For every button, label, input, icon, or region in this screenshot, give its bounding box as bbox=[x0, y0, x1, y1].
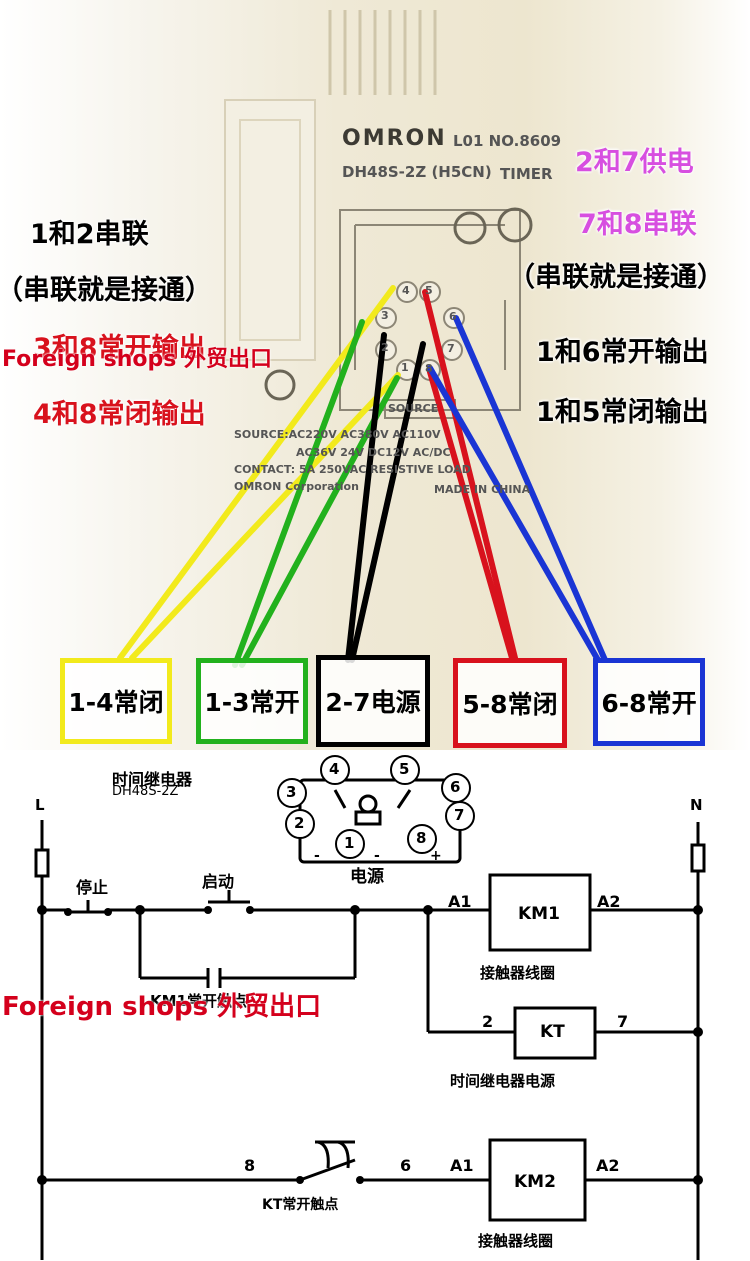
pin-7: 7 bbox=[447, 342, 455, 355]
note-right-4: 1和6常开输出 bbox=[536, 337, 709, 368]
kt-pin6-label: 6 bbox=[400, 1156, 412, 1175]
kt-contact-label: KT常开触点 bbox=[262, 1197, 339, 1213]
mini-pin-7: 7 bbox=[454, 806, 465, 824]
kt-coil-name: KT bbox=[540, 1022, 565, 1042]
device-type: TIMER bbox=[500, 165, 553, 183]
corp-line: OMRON Corporation bbox=[234, 480, 359, 493]
note-left-3: 3和8常开输出 bbox=[33, 333, 206, 364]
timer-wiring-photo: OMRON L01 NO.8609 DH48S-2Z (H5CN) TIMER … bbox=[0, 0, 750, 750]
timer-body-graphic bbox=[117, 10, 608, 668]
km1-a1-label: A1 bbox=[448, 892, 472, 911]
watermark-top: Foreign shops 外贸出口 bbox=[2, 347, 273, 372]
note-right-2: 7和8串联 bbox=[578, 209, 697, 240]
wire-red bbox=[422, 289, 518, 661]
note-left-2: （串联就是接通） bbox=[0, 275, 212, 306]
box-1-4-nc: 1-4常闭 bbox=[60, 658, 172, 744]
note-right-5: 1和5常闭输出 bbox=[536, 397, 709, 428]
source-line-2: AC36V 24V DC12V AC/DC bbox=[296, 446, 451, 459]
km2-a1-label: A1 bbox=[450, 1156, 474, 1175]
mini-pin-6: 6 bbox=[450, 778, 461, 796]
km2-a2-label: A2 bbox=[596, 1156, 620, 1175]
top-vents bbox=[328, 10, 437, 95]
device-brand: OMRON bbox=[342, 126, 447, 151]
wire-green bbox=[232, 319, 400, 668]
start-button-label: 启动 bbox=[202, 872, 235, 891]
rail-L-label: L bbox=[35, 796, 45, 814]
wire-black bbox=[345, 332, 426, 663]
device-model: DH48S-2Z (H5CN) bbox=[342, 163, 492, 181]
relay-title: 时间继电器 bbox=[112, 770, 193, 789]
internal-schematic-frame bbox=[339, 209, 521, 411]
km1-coil-label: 接触器线圈 bbox=[480, 964, 556, 982]
rail-N-label: N bbox=[690, 796, 703, 814]
relay-model: DH48S-2Z bbox=[112, 784, 179, 799]
side-panel bbox=[224, 99, 316, 361]
device-code: L01 NO.8609 bbox=[453, 132, 562, 150]
pin-6: 6 bbox=[449, 310, 457, 323]
box-2-7-power: 2-7电源 bbox=[316, 655, 430, 747]
note-left-4: 4和8常闭输出 bbox=[33, 399, 206, 430]
ccc-mark bbox=[264, 369, 296, 401]
kt-pin2-label: 2 bbox=[482, 1012, 494, 1031]
km2-coil-label: 接触器线圈 bbox=[478, 1232, 554, 1250]
mini-pin-8: 8 bbox=[416, 829, 427, 847]
pin-3: 3 bbox=[381, 309, 389, 322]
km2-coil-name: KM2 bbox=[514, 1172, 556, 1192]
source-line: SOURCE:AC220V AC380V AC110V bbox=[234, 428, 441, 441]
mini-pin-1: 1 bbox=[344, 834, 355, 852]
control-circuit-schematic: 时间继电器 DH48S-2Z 4 5 3 6 2 7 1 8 - - + 电源 … bbox=[0, 750, 750, 1261]
power-sign-3: + bbox=[430, 848, 442, 864]
made-line: MADE IN CHINA bbox=[434, 483, 531, 496]
box-5-8-nc: 5-8常闭 bbox=[453, 658, 567, 748]
pin-4: 4 bbox=[402, 284, 410, 297]
mini-pin-4: 4 bbox=[329, 760, 340, 778]
mini-pin-3: 3 bbox=[286, 783, 297, 801]
pin-5: 5 bbox=[425, 284, 433, 297]
note-left-1: 1和2串联 bbox=[30, 219, 149, 250]
wire-blue bbox=[427, 315, 608, 663]
stop-button-label: 停止 bbox=[76, 878, 109, 897]
kt-pin8-label: 8 bbox=[244, 1156, 256, 1175]
socket-label: SOURCE bbox=[388, 402, 439, 415]
box-6-8-no: 6-8常开 bbox=[593, 658, 705, 746]
ul-mark bbox=[453, 211, 487, 245]
km1-a2-label: A2 bbox=[597, 892, 621, 911]
schematic-lines bbox=[34, 755, 706, 1260]
pin-8: 8 bbox=[425, 362, 433, 375]
note-right-3: （串联就是接通） bbox=[508, 262, 724, 293]
mini-pin-5: 5 bbox=[399, 760, 410, 778]
km1-coil-name: KM1 bbox=[518, 904, 560, 924]
csa-mark bbox=[497, 207, 533, 243]
kt-power-label: 时间继电器电源 bbox=[450, 1072, 556, 1090]
watermark-bottom: Foreign shops 外贸出口 bbox=[2, 992, 322, 1022]
wire-yellow bbox=[117, 285, 401, 661]
pin-1: 1 bbox=[401, 361, 409, 374]
box-1-3-no: 1-3常开 bbox=[196, 658, 308, 744]
mini-pin-2: 2 bbox=[294, 814, 305, 832]
power-sign-1: - bbox=[314, 848, 320, 864]
kt-pin7-label: 7 bbox=[617, 1012, 629, 1031]
seal-in-contact-label: KM1常开触点 bbox=[150, 992, 247, 1010]
pin-2: 2 bbox=[381, 341, 389, 354]
power-label: 电源 bbox=[350, 867, 384, 887]
note-right-1: 2和7供电 bbox=[575, 147, 694, 178]
contact-line: CONTACT: 5A 250VAC RESISTIVE LOAD bbox=[234, 463, 471, 476]
power-sign-2: - bbox=[374, 848, 380, 864]
